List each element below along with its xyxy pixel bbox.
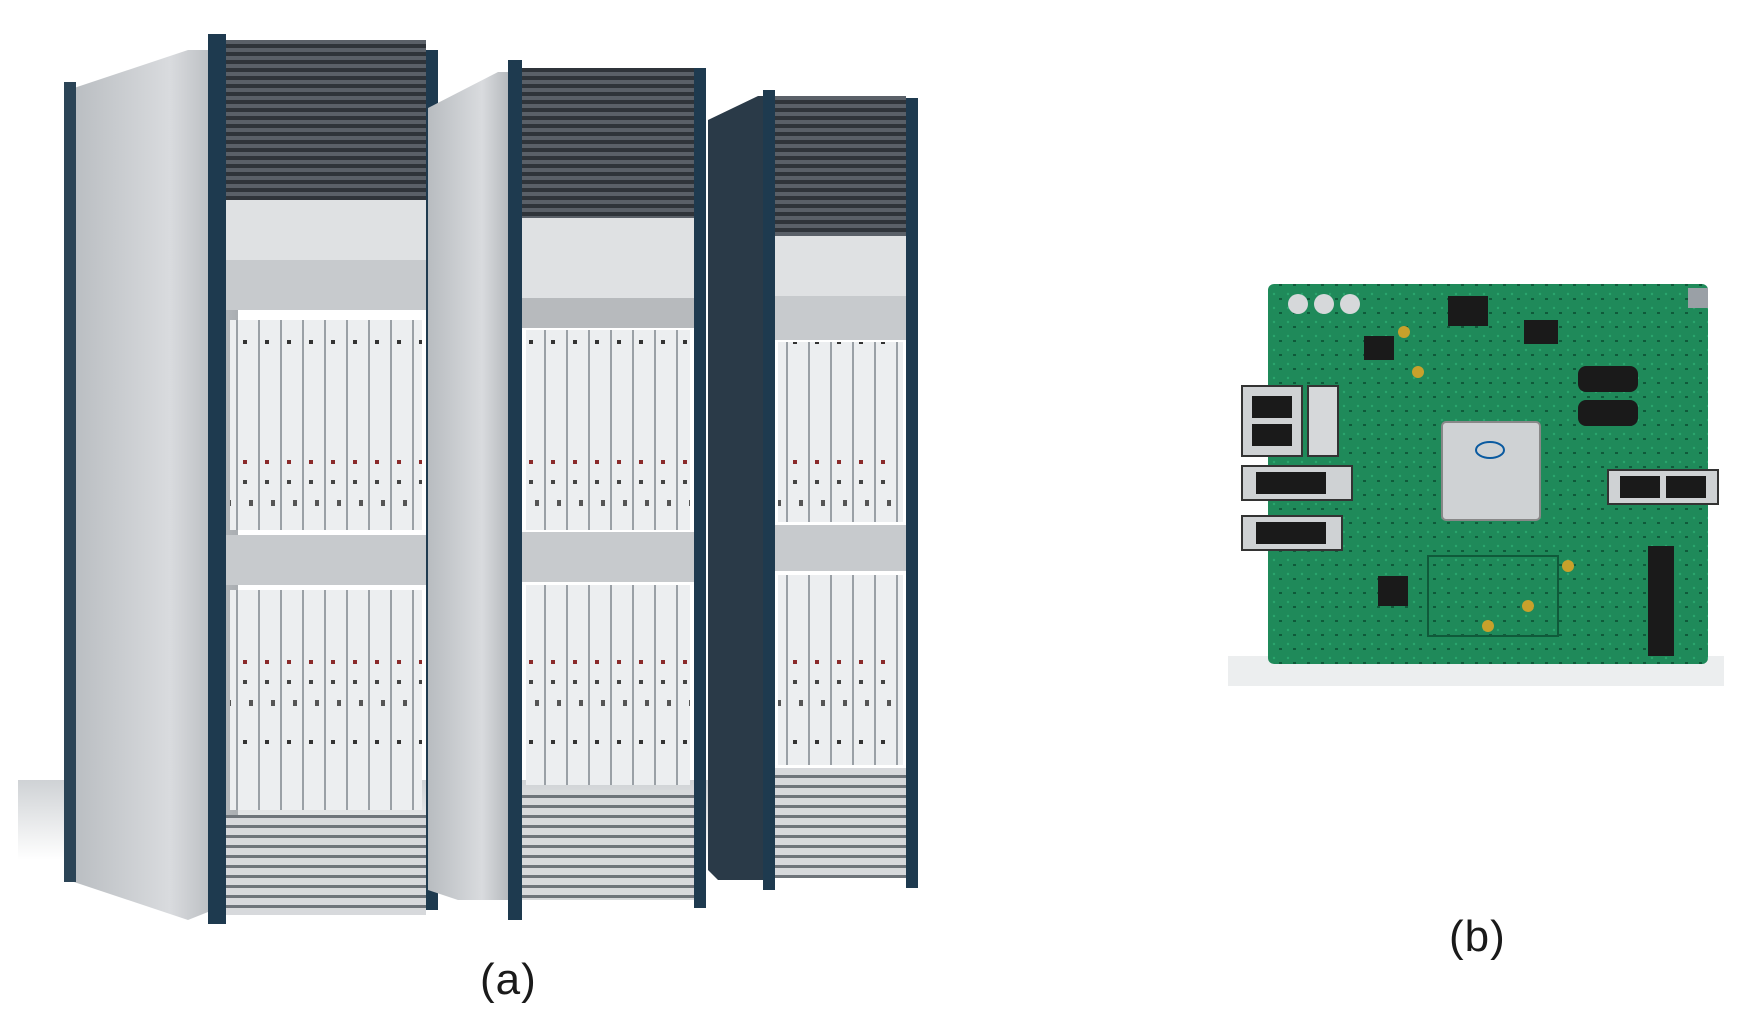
rack-right (708, 90, 918, 890)
caption-panel-b: (b) (1449, 912, 1506, 961)
router-racks-photo (18, 20, 940, 940)
rack-middle (428, 60, 706, 920)
rack-left (64, 34, 438, 924)
fpga-board-photo (1228, 276, 1724, 688)
caption-panel-a: (a) (480, 955, 537, 1004)
